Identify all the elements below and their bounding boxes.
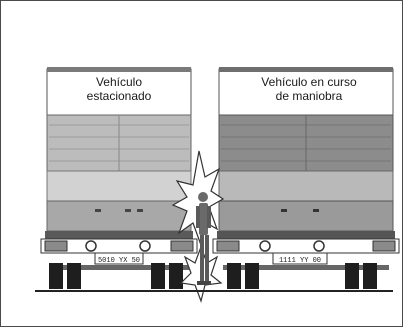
plate-right: 1111 YY 00 (279, 257, 321, 265)
maneuvering-label-line1: Vehículo en curso (261, 75, 357, 89)
parked-label-line2: estacionado (86, 89, 152, 103)
person-figure-icon (196, 192, 211, 285)
parked-vehicle-label: Vehículo estacionado (55, 75, 183, 103)
maneuvering-label-line2: de maniobra (275, 89, 343, 103)
maneuvering-vehicle (212, 67, 400, 289)
plate-left: 5010 YX 50 (98, 257, 140, 265)
parked-vehicle (40, 67, 198, 289)
maneuvering-vehicle-label: Vehículo en curso de maniobra (225, 75, 393, 103)
parked-label-line1: Vehículo (95, 75, 143, 89)
